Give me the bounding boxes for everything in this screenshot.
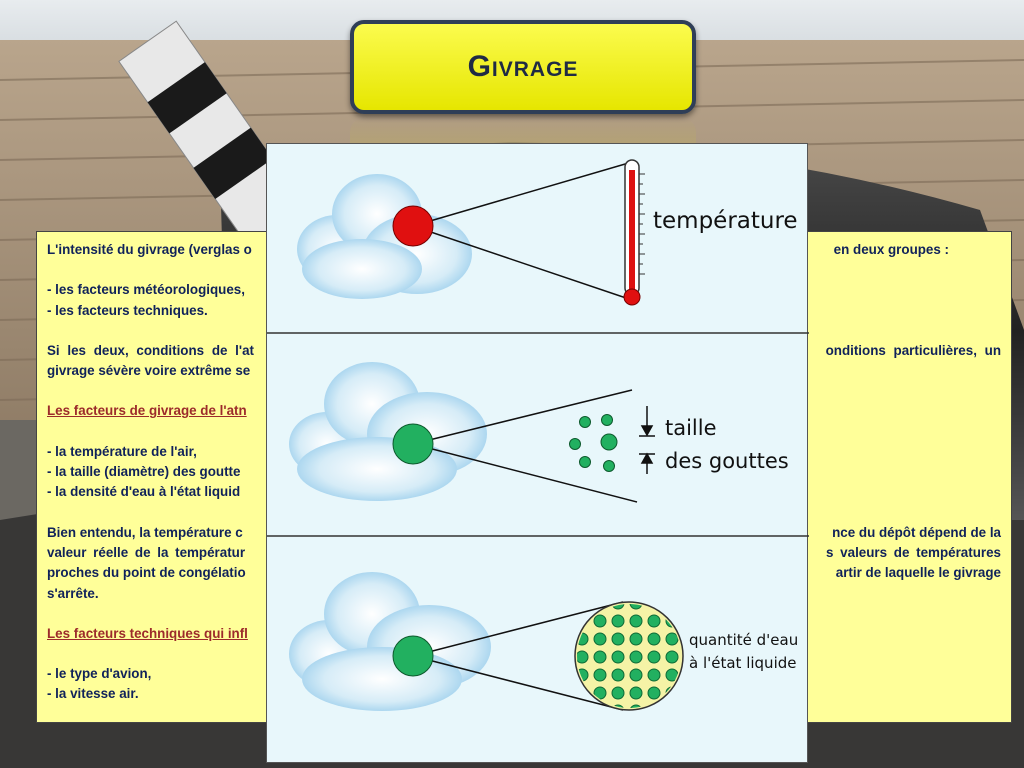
- diagram-graphics: [267, 159, 809, 711]
- section-heading-atmospheric: Les facteurs de givrage de l'atn: [47, 403, 247, 419]
- paragraph-temperature-right: nce du dépôt dépend de la: [832, 524, 1001, 540]
- sight-line: [412, 161, 633, 227]
- list-item: - la température de l'air,: [47, 443, 197, 459]
- paragraph-intro-left: L'intensité du givrage (verglas o: [47, 242, 252, 257]
- list-item: - les facteurs météorologiques,: [47, 282, 245, 298]
- paragraph-temperature-right: artir de laquelle le givrage: [835, 565, 1001, 581]
- paragraph-conditions-left: Si les deux, conditions de l'at: [47, 342, 254, 358]
- list-item: - les facteurs techniques.: [47, 302, 208, 318]
- paragraph-temperature-left: s'arrête.: [47, 585, 99, 601]
- size-arrow-icon: [639, 406, 655, 474]
- thermometer-icon: [623, 159, 645, 306]
- droplet-cluster: [569, 414, 618, 472]
- page-title: Givrage: [467, 50, 579, 83]
- title-box: Givrage: [350, 20, 696, 114]
- list-item: - la taille (diamètre) des goutte: [47, 464, 241, 480]
- label-etat-liquide: à l'état liquide: [689, 654, 797, 672]
- paragraph-conditions-line2: givrage sévère voire extrême se: [47, 363, 251, 379]
- cloud-2: [289, 362, 487, 501]
- paragraph-temperature-left: proches du point de congélatio: [47, 565, 246, 581]
- icing-diagram: température taille des gouttes quantité …: [266, 143, 809, 763]
- paragraph-temperature-left: Bien entendu, la température c: [47, 524, 243, 540]
- list-item: - la vitesse air.: [47, 686, 139, 702]
- green-droplet: [392, 423, 434, 465]
- sight-line: [412, 389, 633, 445]
- sight-line: [412, 225, 630, 300]
- label-taille: taille: [665, 416, 717, 440]
- paragraph-conditions-right: onditions particulières, un: [825, 342, 1001, 358]
- sight-line: [412, 443, 638, 503]
- paragraph-temperature-right: s valeurs de températures: [826, 544, 1001, 560]
- sight-line: [412, 655, 624, 711]
- list-item: - le type d'avion,: [47, 666, 152, 682]
- cloud-3: [289, 572, 491, 711]
- green-droplet: [392, 635, 434, 677]
- section-heading-technical: Les facteurs techniques qui infl: [47, 625, 248, 641]
- red-droplet: [392, 205, 434, 247]
- liquid-water-circle: [574, 601, 684, 711]
- list-item: - la densité d'eau à l'état liquid: [47, 484, 241, 500]
- paragraph-temperature-left: valeur réelle de la températur: [47, 544, 246, 560]
- paragraph-intro-right: en deux groupes :: [833, 242, 949, 257]
- label-des-gouttes: des gouttes: [665, 449, 789, 473]
- sight-line: [412, 601, 624, 657]
- label-quantite-eau: quantité d'eau: [689, 631, 799, 649]
- label-temperature: température: [653, 208, 798, 234]
